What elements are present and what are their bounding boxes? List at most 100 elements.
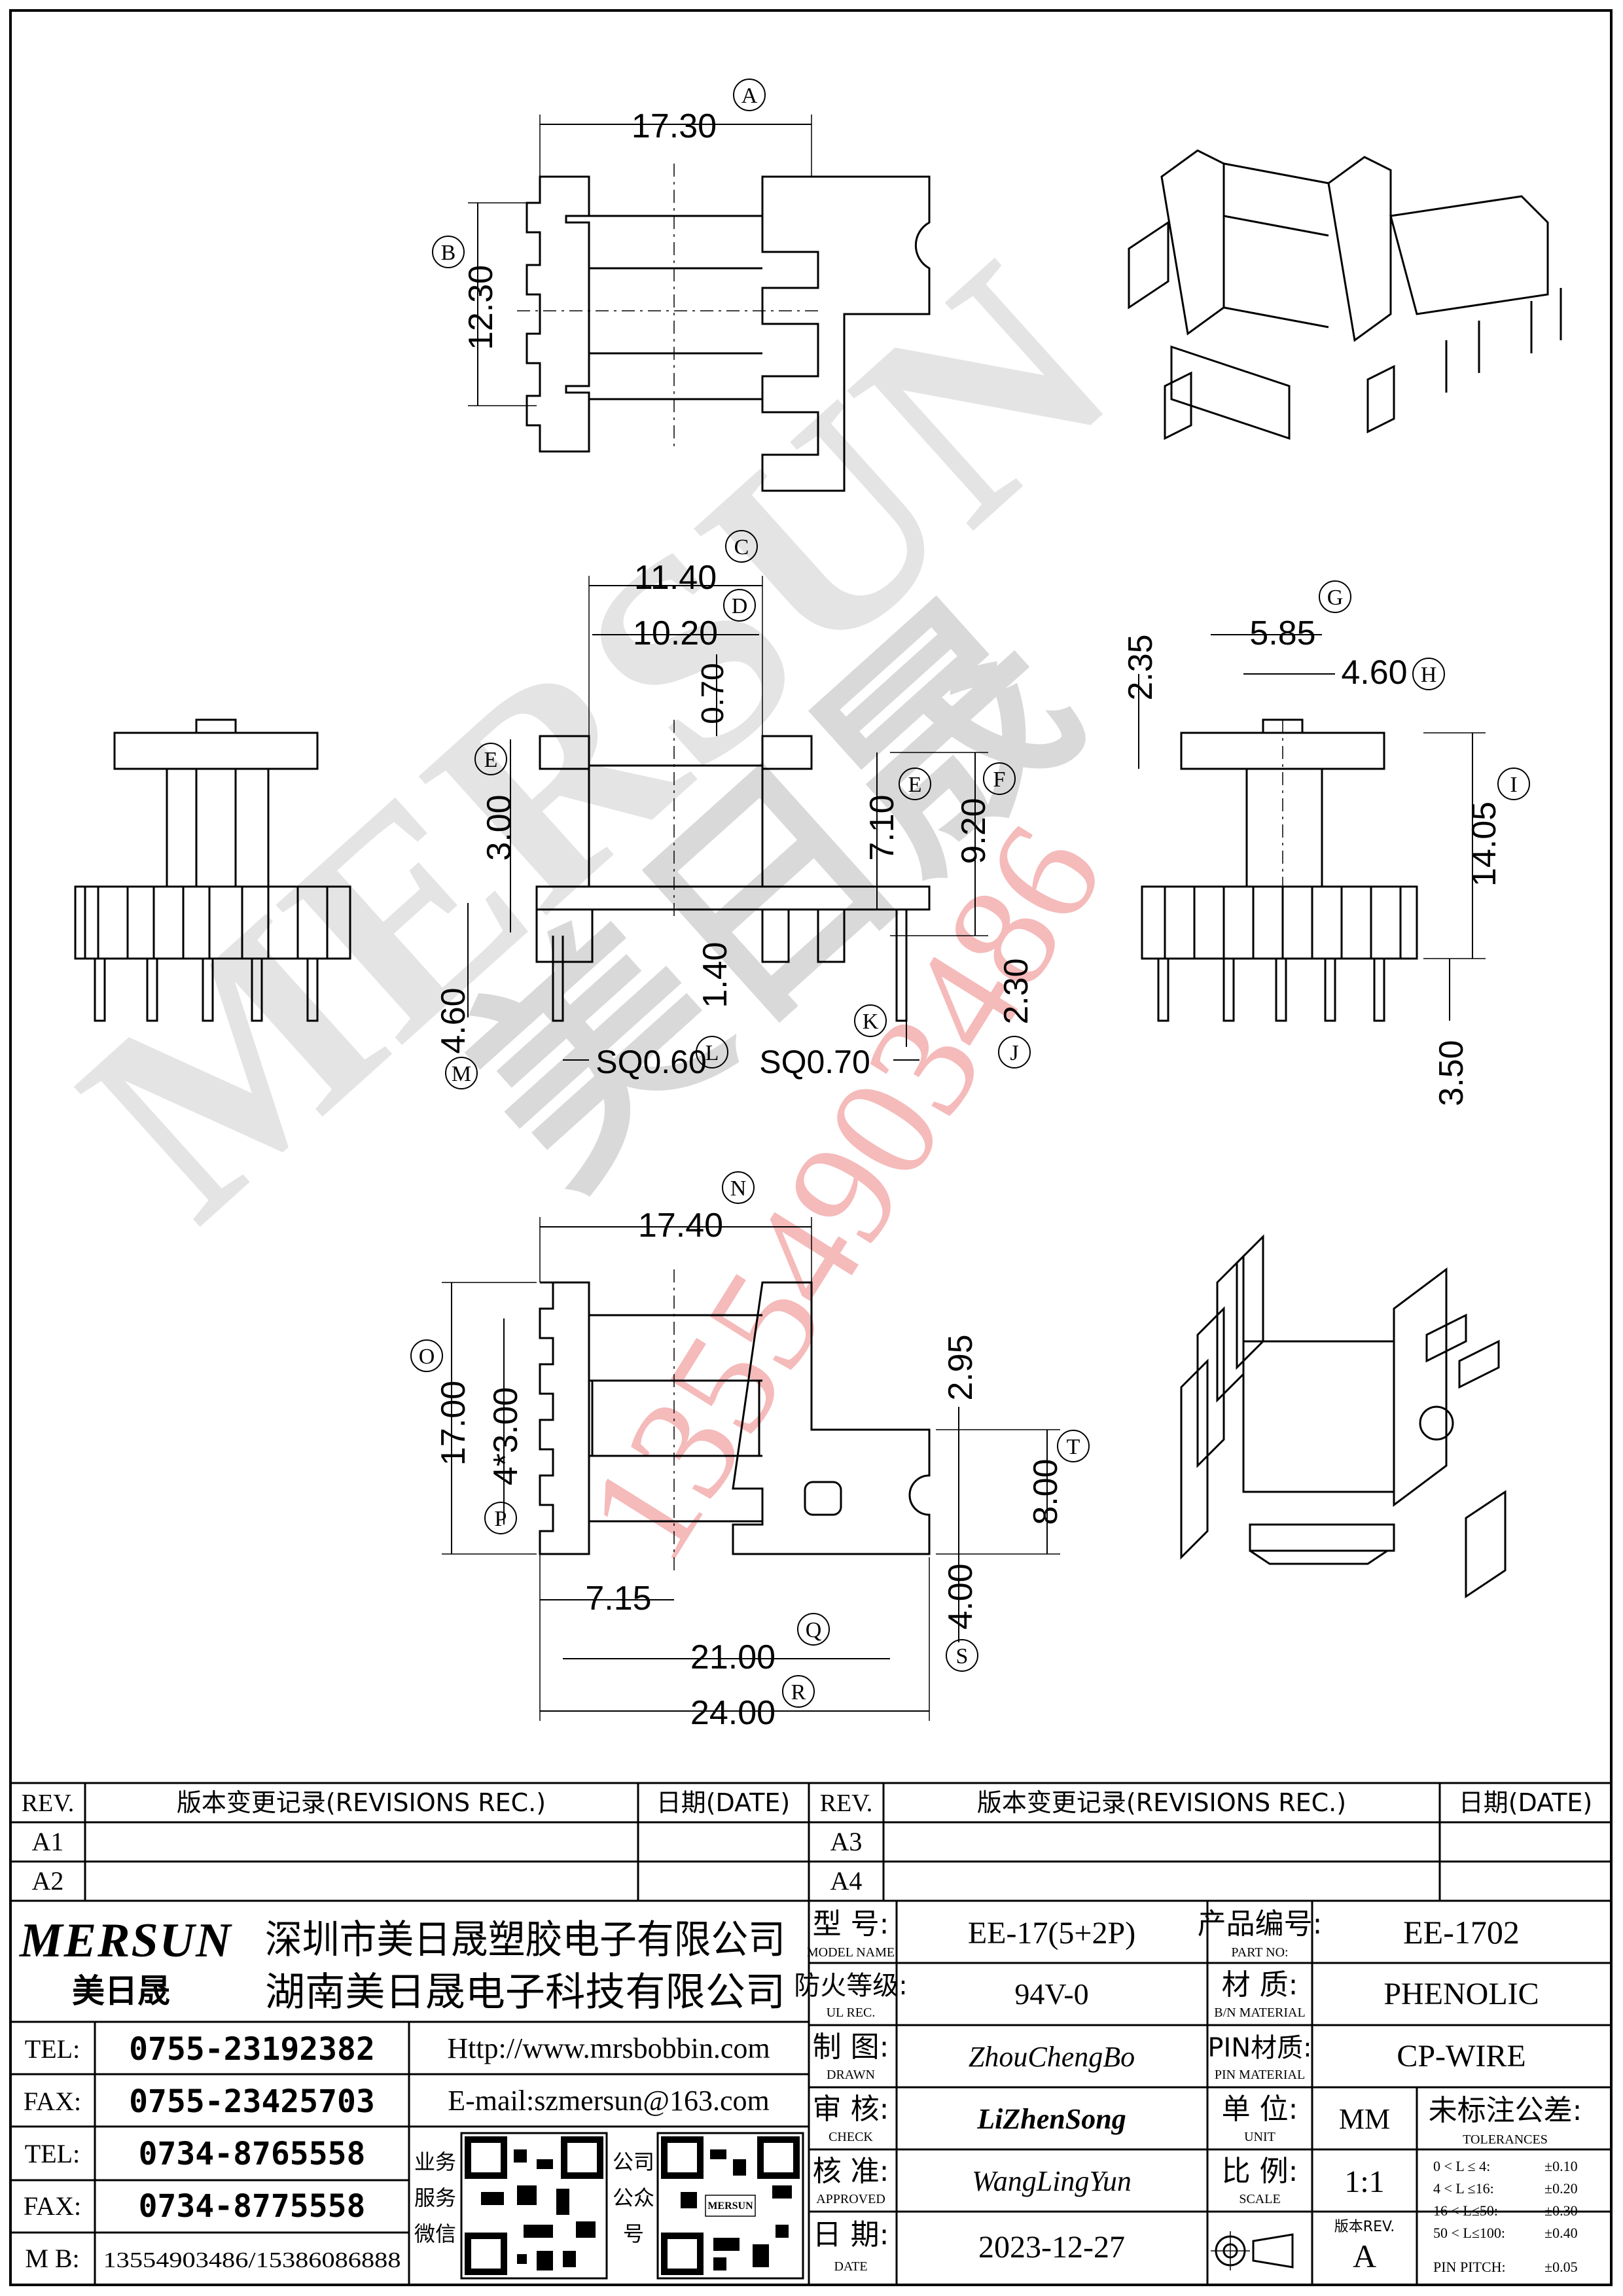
qr-left-label: 业务服务微信	[414, 2149, 456, 2246]
dim-front-flange: 0.70	[696, 663, 730, 724]
marker-c: C	[734, 535, 749, 559]
pin-label: PIN材质:	[1207, 2033, 1311, 2063]
marker-b: B	[441, 241, 456, 265]
mobile-value: 13554903486/15386086888	[103, 2248, 401, 2272]
rev-row-a4: A4	[830, 1866, 863, 1896]
check-label-en: CHECK	[829, 2130, 873, 2144]
material-label: 材 质:	[1222, 1968, 1298, 2002]
unit-label-en: UNIT	[1244, 2130, 1275, 2144]
dim-front-f2: 9.20	[955, 798, 993, 864]
marker-p: P	[495, 1507, 507, 1531]
info-block: 型 号: MODEL NAME EE-17(5+2P) 产品编号: PART N…	[794, 1907, 1582, 2275]
approved-value: WangLingYun	[972, 2165, 1132, 2197]
unit-value: MM	[1339, 2103, 1390, 2135]
approved-label-en: APPROVED	[816, 2192, 885, 2206]
approved-label: 核 准:	[813, 2155, 889, 2188]
dimension-markers	[410, 79, 1530, 1708]
company-block: MERSUN 美日晟 深圳市美日晟塑胶电子有限公司 湖南美日晟电子科技有限公司 …	[19, 1914, 804, 2280]
rec-header-right: 版本变更记录(REVISIONS REC.)	[977, 1788, 1346, 1817]
model-label: 型 号:	[813, 1907, 889, 1941]
marker-k: K	[863, 1010, 879, 1034]
dim-bottom-width: 17.40	[638, 1207, 723, 1245]
tel-label-1: TEL:	[25, 2034, 80, 2064]
date-label-en: DATE	[834, 2259, 867, 2274]
model-label-en: MODEL NAME	[807, 1945, 895, 1960]
tolerance-range-3: 16 < L≤50:	[1433, 2202, 1498, 2219]
qr-right-brand: MERSUN	[707, 2200, 753, 2212]
marker-e2: E	[908, 773, 922, 797]
tolerance-value-1: ±0.10	[1544, 2158, 1578, 2174]
marker-r: R	[791, 1680, 806, 1704]
dim-side-top: 2.35	[1122, 634, 1160, 700]
rev-row-a1: A1	[32, 1827, 64, 1856]
marker-t: T	[1067, 1435, 1080, 1459]
rev-header-left: REV.	[22, 1790, 75, 1817]
marker-o: O	[419, 1345, 435, 1369]
dim-bottom-715: 7.15	[585, 1580, 651, 1617]
drawn-label: 制 图:	[813, 2030, 889, 2064]
company-name-2: 湖南美日晟电子科技有限公司	[265, 1969, 785, 2015]
tolerance-value-2: ±0.20	[1544, 2180, 1578, 2197]
tolerance-label-en: TOLERANCES	[1463, 2132, 1548, 2147]
dim-bottom-800: 8.00	[1027, 1458, 1065, 1525]
marker-g: G	[1327, 586, 1344, 610]
dim-side-pin: 3.50	[1433, 1040, 1471, 1106]
marker-letters: A B C D E E F G H I J K L M N O P Q R S …	[419, 84, 1518, 1704]
tolerance-range-5: PIN PITCH:	[1433, 2259, 1506, 2275]
part-label-en: PART NO:	[1231, 1945, 1288, 1960]
dim-front-pin-off: 2.30	[997, 958, 1035, 1024]
check-label: 审 核:	[813, 2093, 889, 2126]
mb-label: M B:	[25, 2244, 79, 2273]
marker-a: A	[741, 84, 758, 108]
date-label: 日 期:	[813, 2218, 889, 2252]
fire-label-en: UL REC.	[827, 2005, 876, 2020]
tolerance-label: 未标注公差:	[1429, 2094, 1582, 2127]
rev-row-a3: A3	[830, 1827, 863, 1856]
bottom-view	[442, 1217, 1060, 1721]
rev-row-a2: A2	[32, 1866, 64, 1896]
unit-label: 单 位:	[1222, 2093, 1298, 2126]
material-value: PHENOLIC	[1383, 1977, 1539, 2011]
part-value: EE-1702	[1403, 1914, 1520, 1951]
date-header-right: 日期(DATE)	[1459, 1788, 1593, 1817]
dim-bottom-height: 17.00	[435, 1381, 473, 1466]
marker-h: H	[1421, 663, 1437, 687]
version-value: A	[1353, 2238, 1376, 2274]
dim-bottom-2100: 21.00	[690, 1638, 776, 1676]
iso-view-bottom	[1180, 1234, 1507, 1598]
fax-value-2: 0734-8775558	[139, 2188, 366, 2225]
model-value: EE-17(5+2P)	[968, 1916, 1135, 1951]
company-logo-cn: 美日晟	[72, 1972, 170, 2010]
dim-front-e: 3.00	[480, 794, 518, 860]
company-logo: MERSUN	[19, 1914, 232, 1968]
rev-header-right: REV.	[820, 1790, 873, 1817]
dim-sq-k: SQ0.70	[759, 1044, 870, 1080]
marker-j: J	[1010, 1041, 1018, 1065]
check-value: LiZhenSong	[976, 2103, 1126, 2135]
scale-label: 比 例:	[1222, 2155, 1298, 2188]
fax-label-1: FAX:	[24, 2087, 81, 2116]
pin-label-en: PIN MATERIAL	[1215, 2068, 1305, 2082]
title-block-grid	[9, 1782, 1613, 2286]
drawn-label-en: DRAWN	[827, 2068, 875, 2082]
iso-view-top	[1128, 149, 1562, 440]
projection-symbol-icon	[1211, 2231, 1294, 2270]
material-label-en: B/N MATERIAL	[1214, 2005, 1305, 2020]
tel-value-1: 0755-23192382	[129, 2031, 375, 2068]
marker-n: N	[730, 1176, 747, 1201]
revision-table-left: REV. 版本变更记录(REVISIONS REC.) 日期(DATE) A1 …	[22, 1788, 791, 1896]
dim-front-f1: 7.10	[863, 794, 901, 860]
dim-bottom-400: 4.00	[942, 1563, 980, 1629]
tolerance-range-2: 4 < L ≤16:	[1433, 2180, 1494, 2197]
dim-front-pin-len: 4.60	[435, 987, 473, 1053]
side-view-right	[1138, 634, 1486, 1022]
dim-side-total: 14.05	[1465, 802, 1503, 887]
dim-side-g: 5.85	[1249, 614, 1315, 652]
dim-bottom-2400: 24.00	[690, 1694, 776, 1732]
dim-front-w-outer: 11.40	[634, 559, 717, 597]
tolerance-range-1: 0 < L ≤ 4:	[1433, 2158, 1490, 2174]
tolerance-value-5: ±0.05	[1544, 2259, 1578, 2275]
fire-label: 防火等级:	[794, 1971, 907, 2001]
tel-label-2: TEL:	[25, 2139, 80, 2168]
tolerance-range-4: 50 < L≤100:	[1433, 2225, 1505, 2241]
